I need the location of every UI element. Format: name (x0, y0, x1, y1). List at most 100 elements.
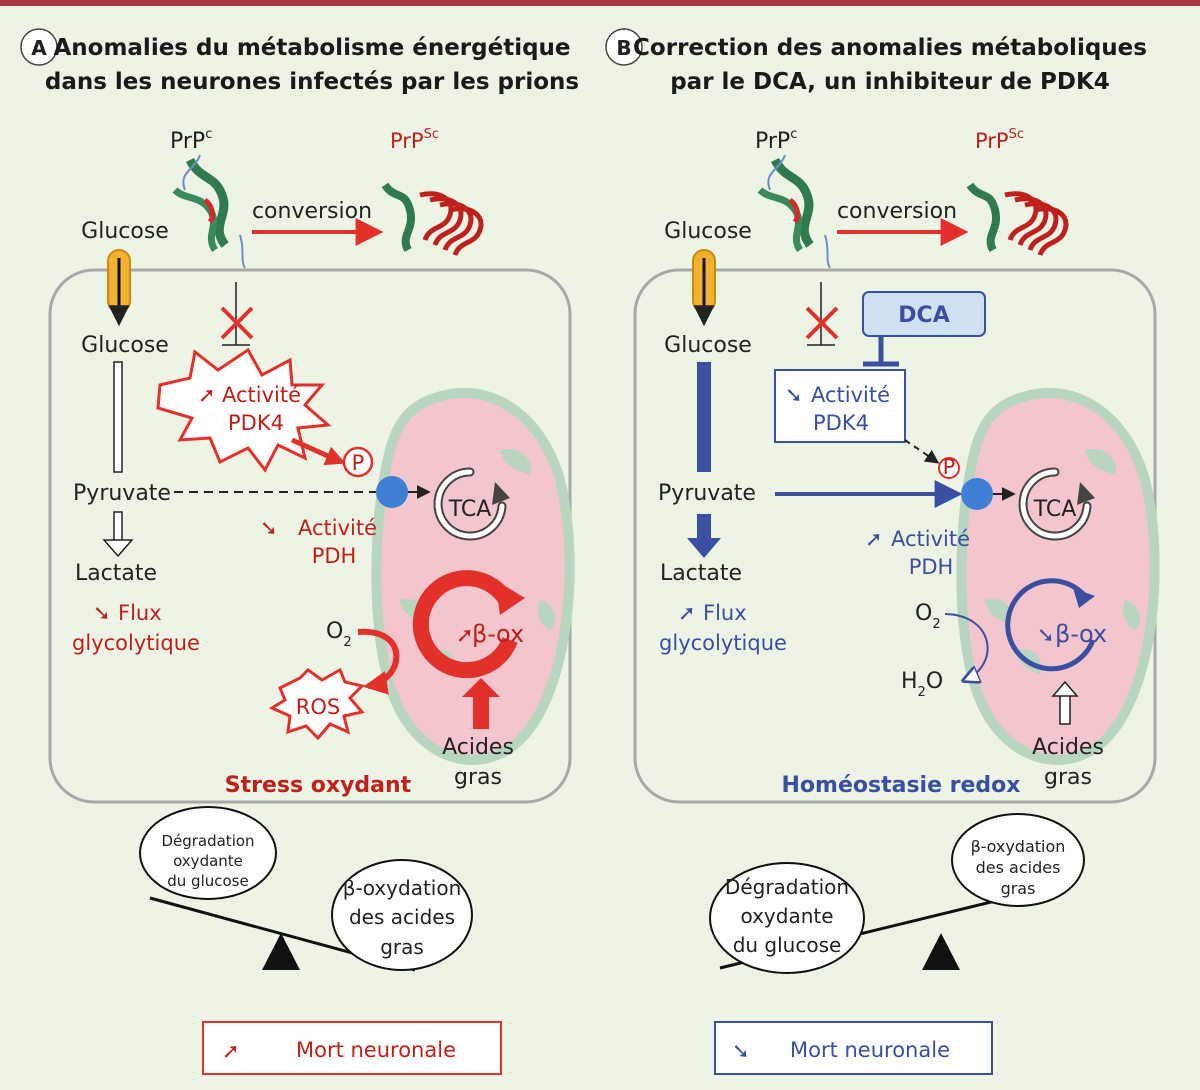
o2-to-h2o-arrow (944, 613, 989, 680)
pdk4-arrow-icon: ➚ (198, 383, 216, 407)
pdk4-label-line1: Activité (222, 383, 301, 407)
beta-ox-arrow-head (495, 580, 525, 615)
dca-label: DCA (898, 303, 949, 328)
phospho-icon-b (938, 457, 960, 479)
beta-ox-label: β-ox (472, 620, 524, 648)
prpc-label: PrPc (170, 127, 212, 154)
balance-right-line1: β-oxydation (343, 876, 462, 900)
pdk4-label-line2: PDK4 (228, 411, 284, 435)
glycolysis-arrow-1 (113, 361, 123, 473)
fatty-acid-arrow-head-b (1051, 680, 1079, 697)
glycolysis-arrow-2-stem (113, 511, 123, 543)
panel-a-badge (20, 28, 58, 66)
panel-a-title-line1: Anomalies du métabolisme énergétique (53, 35, 570, 61)
outcome-arrow-icon: ➚ (222, 1039, 240, 1063)
balance-right-line2-b: des acides (976, 858, 1061, 877)
state-label: Stress oxydant (225, 773, 412, 798)
lactate-label-b: Lactate (660, 561, 742, 586)
phospho-label: P (352, 451, 365, 475)
glucose-in-label-b: Glucose (664, 333, 752, 358)
pdh-arrow-icon: ➘ (260, 516, 278, 540)
panel-b-letter: B (616, 36, 631, 60)
ros-label: ROS (296, 695, 340, 719)
balance-fulcrum (262, 933, 300, 970)
top-bar (0, 0, 1200, 6)
balance-right-line3-b: gras (1001, 879, 1036, 898)
pdh-label-line1: Activité (298, 516, 377, 540)
dca-box (862, 291, 986, 337)
pdk4-box-b (774, 369, 906, 443)
phospho-icon (342, 446, 374, 478)
balance-left-line2: oxydante (173, 852, 243, 870)
mitochondrion-b (961, 393, 1154, 760)
balance-right-line3: gras (380, 935, 424, 959)
pdh-label-line2-b: PDH (909, 555, 954, 579)
beta-ox-cycle (412, 570, 518, 679)
panel-b-title-line1: Correction des anomalies métaboliques (633, 35, 1147, 61)
glucose-out-label: Glucose (81, 219, 169, 244)
pdh-label-line2: PDH (312, 544, 357, 568)
ros-burst (268, 667, 365, 741)
state-label-b: Homéostasie redox (782, 773, 1021, 798)
panel-a-letter: A (31, 36, 47, 60)
beta-ox-label-b: β-ox (1055, 620, 1107, 648)
flux-label-line2: glycolytique (72, 631, 200, 655)
flux-label-line1-b: Flux (703, 601, 747, 625)
pdk4-label-line2-b: PDK4 (813, 411, 869, 435)
balance-right-line2: des acides (349, 905, 455, 929)
beta-ox-arrow-head-b (1073, 588, 1095, 608)
flux-arrow-icon-b: ➚ (678, 601, 696, 625)
prpsc-protein-icon (385, 185, 481, 255)
beta-ox-cycle-b (1005, 578, 1096, 672)
pdk4-to-p-arrow-b (904, 439, 940, 464)
prpsc-protein-icon-b (970, 185, 1066, 255)
flux-label-line2-b: glycolytique (659, 631, 787, 655)
balance-left-ellipse (139, 806, 277, 900)
phospho-label-b: P (943, 455, 956, 479)
balance-right-line1-b: β-oxydation (971, 837, 1066, 856)
beta-ox-arrow-icon: ➚ (456, 623, 474, 647)
panel-b-title-line2: par le DCA, un inhibiteur de PDK4 (670, 69, 1110, 95)
panel-a: A Anomalies du métabolisme énergétique d… (20, 28, 579, 1075)
prpc-protein-icon-b (760, 155, 830, 268)
fatty-acid-arrow-head (462, 678, 500, 697)
balance-left-ellipse-b (709, 862, 865, 974)
outcome-box (202, 1021, 502, 1075)
panel-b: B Correction des anomalies métaboliques … (605, 28, 1155, 1075)
conversion-label-b: conversion (837, 199, 957, 224)
balance-left-line3: du glucose (167, 872, 248, 890)
o2-to-ros-arrow (357, 628, 400, 695)
outcome-label-b: Mort neuronale (790, 1038, 950, 1062)
tca-label: TCA (448, 497, 492, 522)
pyruvate-label-b: Pyruvate (658, 481, 756, 506)
prpsc-label-b: PrPSc (975, 127, 1024, 153)
o2-label: O2 (326, 619, 352, 650)
gras-label-b: gras (1044, 765, 1092, 790)
outcome-label: Mort neuronale (296, 1038, 456, 1062)
tca-arrow-head-b (1077, 482, 1095, 505)
prpc-label-b: PrPc (755, 127, 797, 154)
tca-cycle-inner (435, 469, 505, 539)
tca-cycle-inner-b (1020, 469, 1090, 539)
fatty-acid-arrow-stem-b (1059, 693, 1071, 725)
beta-ox-arrow-icon-b: ➘ (1037, 623, 1055, 647)
pdh-complex-icon (376, 476, 408, 508)
pdk4-burst (156, 347, 332, 473)
prpc-protein-icon (175, 155, 245, 268)
pdk4-arrow-icon-b: ➘ (785, 383, 803, 407)
balance-right-ellipse (331, 859, 473, 971)
pdh-complex-icon-b (961, 478, 993, 510)
pdk4-to-p-arrow (291, 437, 346, 466)
flux-label-line1: Flux (118, 601, 162, 625)
outcome-box-b (714, 1021, 993, 1075)
pdh-label-line1-b: Activité (891, 527, 970, 551)
balance-left-line3-b: du glucose (733, 933, 842, 957)
gras-label: gras (454, 765, 502, 790)
glycolysis-arrow-2-head-b (687, 538, 721, 558)
balance-fulcrum-b (922, 933, 960, 970)
balance-left-line2-b: oxydante (740, 904, 833, 928)
prpsc-label: PrPSc (390, 127, 439, 153)
glycolysis-arrow-2-head (102, 539, 134, 558)
acides-label-b: Acides (1032, 735, 1104, 760)
tca-label-b: TCA (1033, 497, 1077, 522)
